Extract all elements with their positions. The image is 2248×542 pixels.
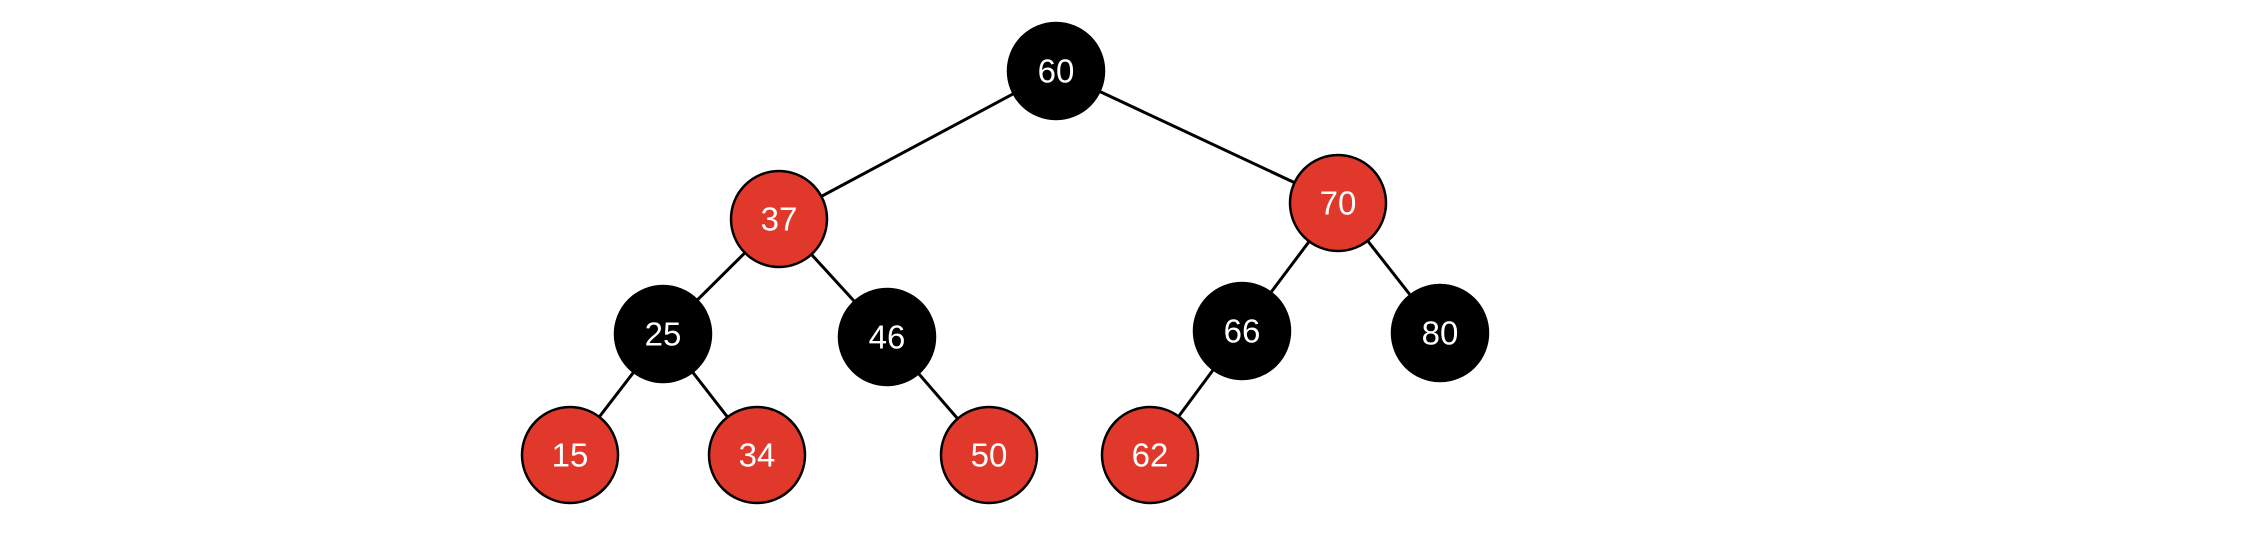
tree-node-label-60: 60 [1038, 53, 1075, 90]
tree-edge-60-37 [778, 69, 1057, 221]
tree-node-circle-15 [520, 405, 620, 505]
tree-node-circle-60 [1006, 21, 1106, 121]
tree-node-label-46: 46 [869, 319, 906, 356]
tree-node-circle-37 [729, 169, 829, 269]
tree-node-circle-80 [1390, 283, 1490, 383]
tree-node-62: 62 [1100, 405, 1200, 505]
tree-node-50: 50 [939, 405, 1039, 505]
tree-node-label-37: 37 [761, 201, 798, 238]
tree-node-label-66: 66 [1224, 313, 1261, 350]
tree-node-34: 34 [707, 405, 807, 505]
tree-node-circle-70 [1288, 153, 1388, 253]
tree-node-60: 60 [1006, 21, 1106, 121]
tree-node-circle-62 [1100, 405, 1200, 505]
tree-node-37: 37 [729, 169, 829, 269]
tree-node-label-62: 62 [1132, 437, 1169, 474]
tree-node-label-15: 15 [552, 437, 589, 474]
tree-node-circle-34 [707, 405, 807, 505]
tree-node-circle-66 [1192, 281, 1292, 381]
tree-node-25: 25 [613, 284, 713, 384]
tree-node-70: 70 [1288, 153, 1388, 253]
tree-node-15: 15 [520, 405, 620, 505]
tree-edge-60-70 [1055, 69, 1339, 205]
tree-node-label-25: 25 [645, 316, 682, 353]
tree-node-66: 66 [1192, 281, 1292, 381]
tree-node-circle-46 [837, 287, 937, 387]
tree-node-circle-25 [613, 284, 713, 384]
tree-node-46: 46 [837, 287, 937, 387]
tree-node-label-34: 34 [739, 437, 776, 474]
tree-node-label-70: 70 [1320, 185, 1357, 222]
tree-node-label-50: 50 [971, 437, 1008, 474]
tree-node-circle-50 [939, 405, 1039, 505]
tree-node-label-80: 80 [1422, 315, 1459, 352]
tree-node-80: 80 [1390, 283, 1490, 383]
